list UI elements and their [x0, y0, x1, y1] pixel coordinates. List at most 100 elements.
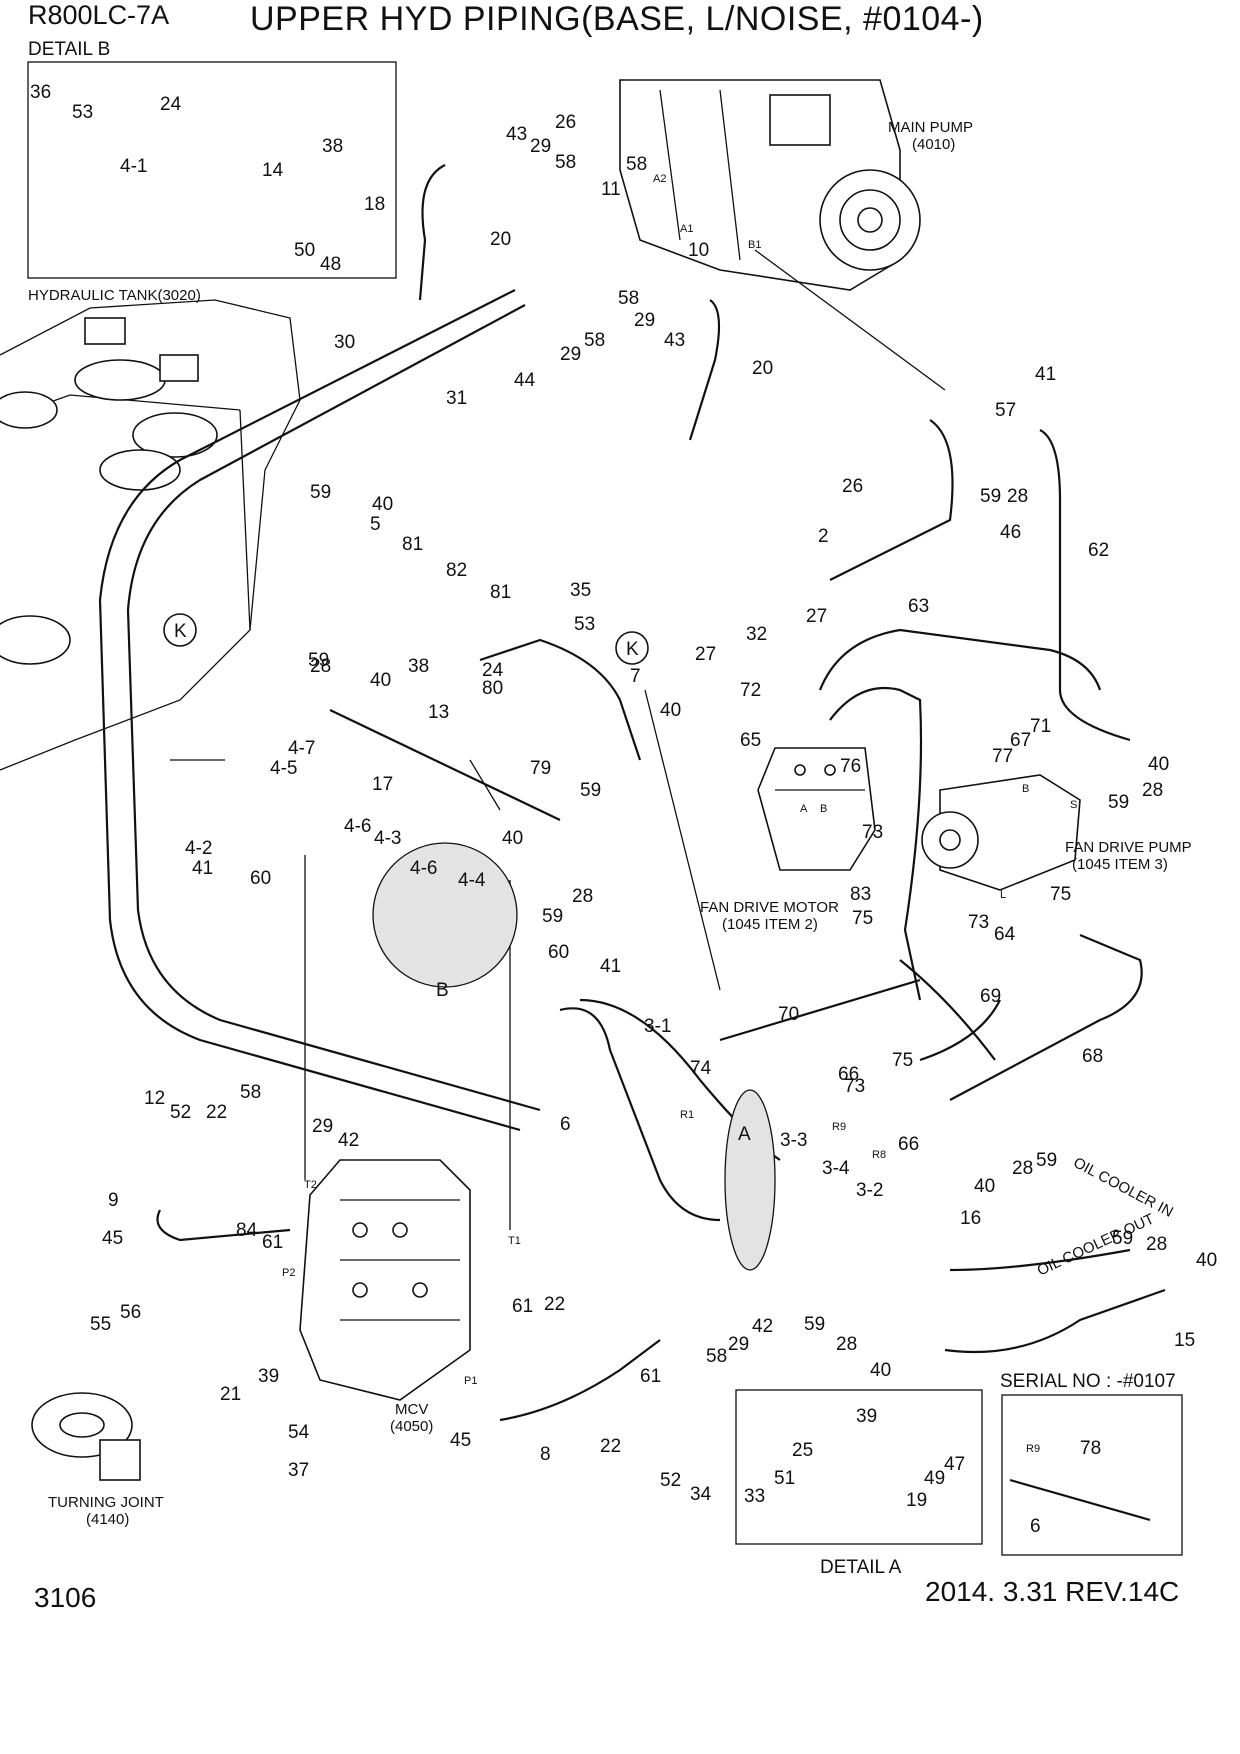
port-label-b: B — [820, 803, 827, 815]
part-label-75a: 75 — [852, 908, 873, 929]
fan-drive-motor-shape — [757, 747, 876, 871]
part-label-k1: K — [174, 621, 187, 642]
part-label-59d: 59 — [580, 780, 601, 801]
part-label-84: 84 — [236, 1220, 258, 1241]
part-label-58c: 58 — [618, 288, 639, 309]
part-label-35: 35 — [570, 580, 591, 601]
part-label-59g: 59 — [1036, 1150, 1057, 1171]
part-label-28f: 28 — [1146, 1234, 1167, 1255]
part-label-59e: 59 — [1108, 792, 1129, 813]
part-label-43a: 43 — [506, 124, 527, 145]
port-label-p1: P1 — [464, 1375, 477, 1387]
part-label-29b: 29 — [634, 310, 655, 331]
part-label-2: 2 — [818, 526, 829, 547]
part-label-10: 10 — [688, 240, 709, 261]
part-label-76: 76 — [840, 756, 861, 777]
part-label-53b: 53 — [574, 614, 595, 635]
part-label-64: 64 — [994, 924, 1016, 945]
leader-lines — [170, 249, 946, 1230]
part-label-9: 9 — [108, 1190, 119, 1211]
part-label-26b: 26 — [842, 476, 863, 497]
port-label-b2: B — [1022, 783, 1029, 795]
part-label-81a: 81 — [402, 534, 423, 555]
part-label-b: B — [436, 980, 449, 1001]
part-label-22a: 22 — [206, 1102, 227, 1123]
part-label-43b: 43 — [664, 330, 685, 351]
part-label-a: A — [738, 1124, 751, 1145]
part-label-59a: 59 — [980, 486, 1001, 507]
port-label-r8: R8 — [872, 1149, 886, 1161]
turning-joint-caption: TURNING JOINT — [48, 1494, 164, 1511]
part-label-73b: 73 — [968, 912, 989, 933]
part-label-28c: 28 — [1142, 780, 1163, 801]
serial-caption: SERIAL NO : -#0107 — [1000, 1371, 1176, 1392]
pipe-network — [98, 164, 1166, 1522]
part-label-52b: 52 — [660, 1470, 681, 1491]
fan-drive-motor-caption: FAN DRIVE MOTOR — [700, 899, 839, 916]
mcv-ref: (4050) — [390, 1418, 434, 1435]
model-number: R800LC-7A — [28, 0, 170, 30]
part-label-57: 57 — [995, 400, 1016, 421]
port-label-l: L — [1000, 889, 1006, 901]
part-label-77: 77 — [992, 746, 1013, 767]
part-label-45b: 45 — [450, 1430, 471, 1451]
detail-b-caption: DETAIL B — [28, 39, 111, 60]
part-label-22b: 22 — [544, 1294, 565, 1315]
part-label-3-3: 3-3 — [780, 1130, 807, 1151]
part-label-27b: 27 — [695, 644, 716, 665]
part-label-8: 8 — [540, 1444, 551, 1465]
part-label-59i: 59 — [804, 1314, 825, 1335]
part-label-44: 44 — [514, 370, 536, 391]
part-label-41b: 41 — [192, 858, 213, 879]
fan-drive-motor-ref: (1045 ITEM 2) — [722, 916, 818, 933]
mcv-shape — [299, 1159, 471, 1401]
view-k-marker-right — [615, 631, 649, 665]
part-label-63: 63 — [908, 596, 929, 617]
port-label-a1: A1 — [680, 223, 693, 235]
part-label-14: 14 — [262, 160, 284, 181]
part-label-39b: 39 — [856, 1406, 877, 1427]
detail-a-caption: DETAIL A — [820, 1557, 902, 1578]
part-label-82: 82 — [446, 560, 467, 581]
part-label-58a: 58 — [555, 152, 576, 173]
part-label-29e: 29 — [728, 1334, 749, 1355]
part-label-42a: 42 — [338, 1130, 359, 1151]
port-label-a: A — [800, 803, 808, 815]
part-label-28b: 28 — [310, 656, 331, 677]
part-label-38b: 38 — [408, 656, 429, 677]
detail-b-callout — [372, 842, 518, 988]
part-label-60a: 60 — [250, 868, 271, 889]
part-label-67: 67 — [1010, 730, 1031, 751]
part-label-66a: 66 — [838, 1064, 859, 1085]
part-label-31: 31 — [446, 388, 467, 409]
part-label-59b: 59 — [310, 482, 331, 503]
port-label-r1: R1 — [680, 1109, 694, 1121]
view-k-marker-left — [163, 613, 197, 647]
part-label-42b: 42 — [752, 1316, 773, 1337]
part-label-58b: 58 — [626, 154, 647, 175]
part-label-75b: 75 — [1050, 884, 1071, 905]
part-label-6a: 6 — [560, 1114, 571, 1135]
part-label-40b: 40 — [370, 670, 391, 691]
part-label-4-6b: 4-6 — [410, 858, 437, 879]
part-label-41a: 41 — [1035, 364, 1056, 385]
part-label-74: 74 — [690, 1058, 712, 1079]
part-label-40a: 40 — [372, 494, 393, 515]
part-label-20a: 20 — [490, 229, 511, 250]
detail-a-frame — [735, 1389, 983, 1545]
port-label-r9b: R9 — [1026, 1443, 1040, 1455]
part-label-19: 19 — [906, 1490, 927, 1511]
part-label-68: 68 — [1082, 1046, 1103, 1067]
part-label-62: 62 — [1088, 540, 1109, 561]
part-label-49: 49 — [924, 1468, 945, 1489]
part-label-25: 25 — [792, 1440, 813, 1461]
part-label-40c: 40 — [660, 700, 681, 721]
part-label-79: 79 — [530, 758, 551, 779]
part-label-29c: 29 — [560, 344, 581, 365]
main-pump-ref: (4010) — [912, 136, 956, 153]
part-label-k2: K — [626, 639, 639, 660]
part-label-4-2: 4-2 — [185, 838, 212, 859]
part-label-61a: 61 — [262, 1232, 283, 1253]
